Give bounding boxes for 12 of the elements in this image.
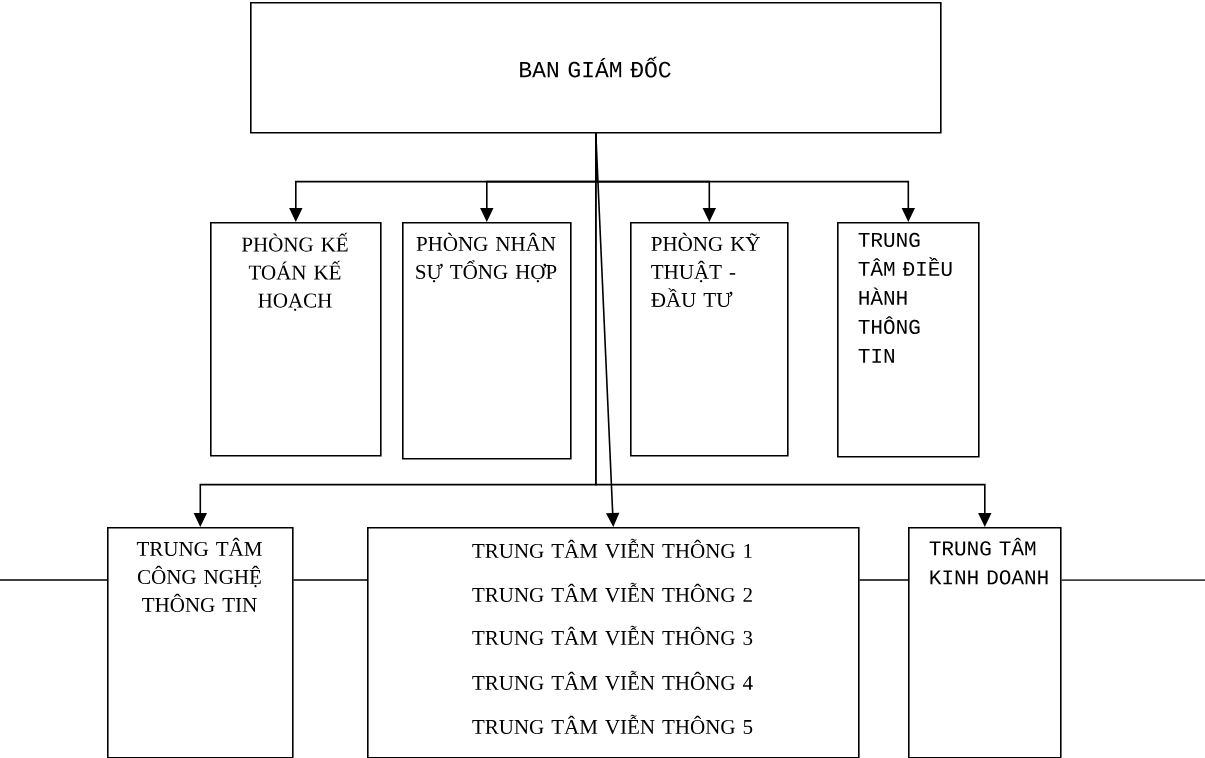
connector-line bbox=[858, 579, 909, 581]
connector-line bbox=[0, 579, 108, 581]
org-box: TRUNG TÂM ĐIỀU HÀNH THÔNG TIN bbox=[837, 222, 980, 458]
connector-line bbox=[1060, 579, 1205, 581]
org-box: BAN GIÁM ĐỐC bbox=[250, 2, 942, 134]
org-box: PHÒNG KẾ TOÁN KẾ HOẠCH bbox=[210, 222, 382, 457]
org-box: TRUNG TÂM KINH DOANH bbox=[908, 527, 1062, 758]
org-box: PHÒNG KỸ THUẬT - ĐẦU TƯ bbox=[630, 222, 789, 457]
connector-line bbox=[292, 579, 368, 581]
org-box: TRUNG TÂM VIỄN THÔNG 1 TRUNG TÂM VIỄN THÔNG 2 TRUNG TÂM VIỄN THÔNG 3 TRUNG TÂM VIỄN THÔNG 4 TRUNG TÂM VIỄN THÔNG 5 bbox=[367, 527, 860, 758]
org-box: TRUNG TÂM CÔNG NGHỆ THÔNG TIN bbox=[107, 527, 294, 758]
org-box: PHÒNG NHÂN SỰ TỔNG HỢP bbox=[402, 222, 572, 460]
